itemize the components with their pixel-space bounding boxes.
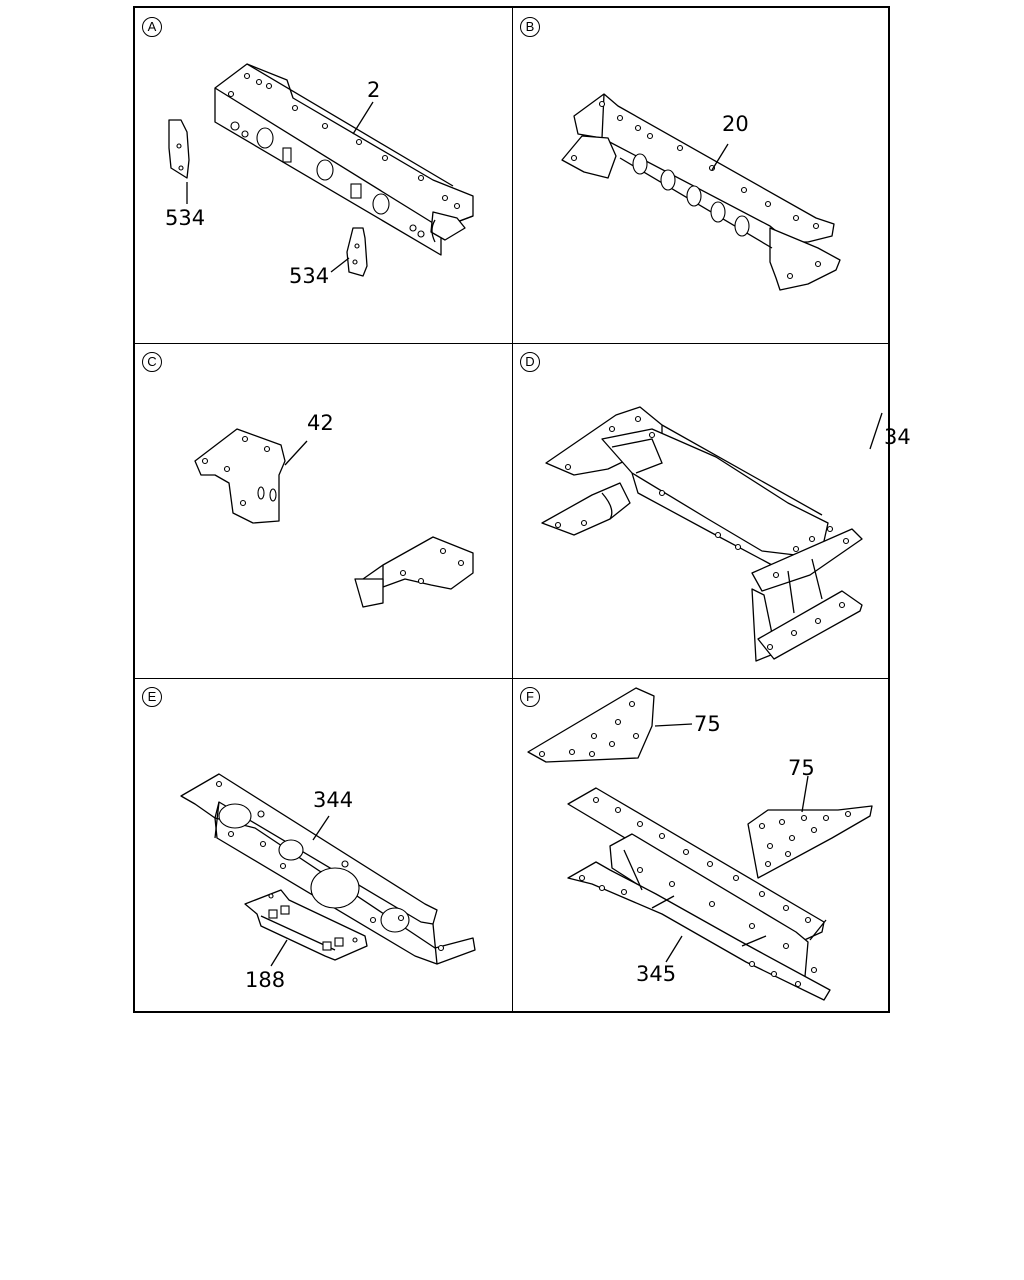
grid-divider-row-1 (135, 343, 888, 344)
crossmember-2-drawing (168, 63, 474, 277)
diagram-frame: A (133, 6, 911, 1013)
crossmember-345-drawing (527, 687, 873, 1001)
panel-f: F (512, 678, 890, 1013)
grid-divider-row-2 (135, 678, 888, 679)
crossmember-344-drawing (180, 773, 476, 967)
panel-b-letter: B (520, 17, 540, 37)
panel-f-letter: F (520, 687, 540, 707)
panel-c-letter: C (142, 352, 162, 372)
bracket-42-drawing (194, 428, 474, 643)
callout-34: 34 (884, 425, 911, 449)
panel-c: C 42 (135, 343, 512, 678)
panel-d: D (512, 343, 911, 678)
callout-188: 188 (245, 968, 286, 992)
callout-344: 344 (313, 788, 354, 812)
crossmember-34-drawing (541, 406, 883, 662)
callout-75-upper: 75 (694, 712, 721, 736)
panel-a-letter: A (142, 17, 162, 37)
callout-2: 2 (367, 78, 381, 102)
panel-d-letter: D (520, 352, 540, 372)
callout-42: 42 (307, 411, 334, 435)
panel-e: E 344 188 (135, 678, 512, 1013)
callout-20: 20 (722, 112, 749, 136)
panel-a: A (135, 8, 512, 343)
panel-b: B 20 (512, 8, 890, 343)
callout-534-right: 534 (289, 264, 330, 288)
panel-e-letter: E (142, 687, 162, 707)
crossmember-20-drawing (561, 93, 841, 291)
callout-75-right: 75 (788, 756, 815, 780)
grid-divider-column (512, 8, 513, 1011)
callout-345: 345 (636, 962, 677, 986)
callout-534-left: 534 (165, 206, 206, 230)
